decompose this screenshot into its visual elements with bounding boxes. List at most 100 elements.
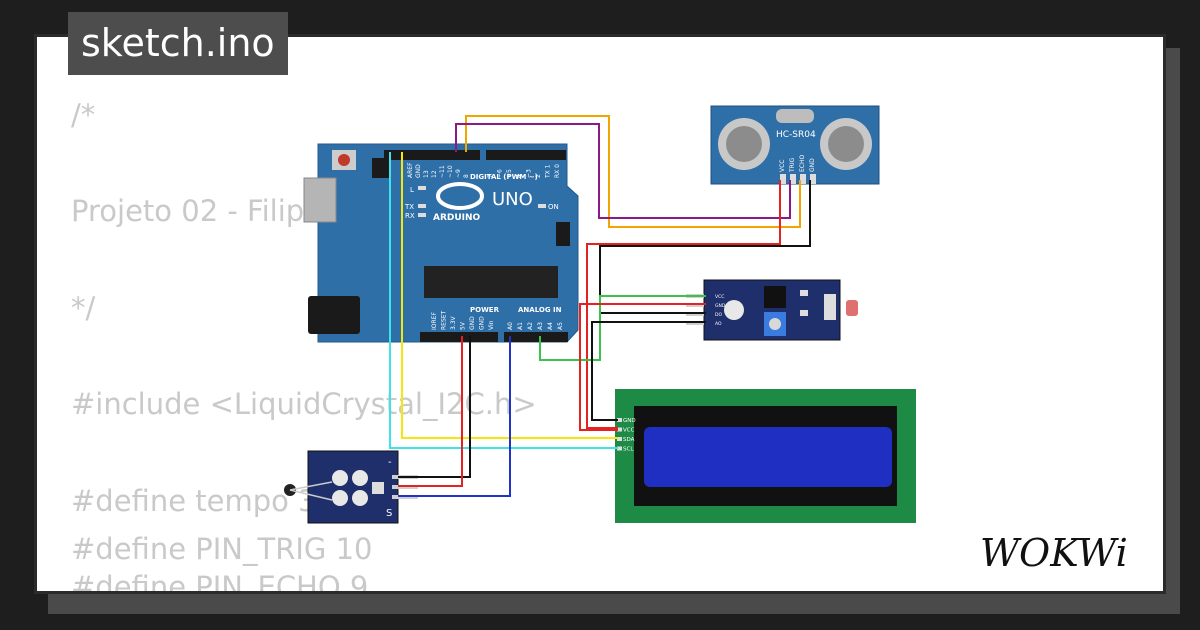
wire-cyan-scl — [389, 152, 618, 449]
analog-pin-label: A0 — [507, 322, 514, 330]
lcd-pin[interactable] — [617, 427, 622, 432]
digital-header-right — [486, 150, 566, 160]
usb-port — [303, 177, 337, 223]
file-tab[interactable]: sketch.ino — [68, 12, 288, 75]
digital-pin-label: 12 — [431, 170, 438, 178]
l-label: L — [410, 186, 414, 194]
ultrasonic-pin[interactable] — [790, 174, 796, 184]
signal-mark: S — [386, 508, 392, 519]
sensor-name: HC-SR04 — [776, 130, 816, 140]
arduino-uno-board[interactable]: ARDUINO UNO DIGITAL (PWM ~) ANALOG IN PO… — [303, 143, 579, 343]
digital-pin-label: RX 0 — [554, 164, 561, 178]
analog-pin-label: A1 — [517, 322, 524, 330]
ultrasonic-pin-label: GND — [809, 158, 816, 172]
analog-pin-label: A4 — [547, 322, 554, 330]
ultrasonic-pin-label: TRIG — [789, 157, 796, 173]
digital-pin-label: 13 — [423, 170, 430, 178]
analog-header — [504, 332, 568, 342]
arduino-model: UNO — [492, 189, 533, 210]
analog-pin-label: A2 — [527, 322, 534, 330]
arduino-logo-icon — [436, 182, 484, 210]
wokwi-logo: WOKWi — [980, 531, 1128, 574]
wire-black-gnd-temp — [398, 336, 471, 478]
atmega-chip — [424, 266, 558, 298]
code-line: #define tempo 3 — [71, 483, 317, 518]
wire-purple-echo — [455, 123, 791, 219]
code-line: /* — [71, 98, 96, 132]
ultrasonic-pin-label: ECHO — [799, 155, 806, 172]
lcd-pin[interactable] — [617, 437, 622, 441]
digital-pin-label: 2 — [535, 174, 542, 178]
power-pin-label: Vin — [488, 320, 495, 330]
lcd-pin-label: SCL — [623, 447, 634, 453]
wire-blue-signal-temp — [398, 336, 511, 497]
ultrasonic-pin[interactable] — [800, 174, 806, 184]
analog-pin-label: A3 — [537, 322, 544, 330]
power-jack — [308, 296, 360, 334]
digital-pin-label: ~5 — [506, 169, 513, 178]
power-pin-label: IOREF — [431, 312, 438, 330]
lcd-1602-display[interactable]: GND VCC SDA SCL — [615, 389, 916, 523]
wire-black-gnd-light — [591, 321, 706, 421]
rx-label: RX — [405, 212, 415, 220]
analog-label: ANALOG IN — [518, 306, 562, 314]
wire-black-gnd-ultrasonic — [599, 180, 811, 314]
digital-pin-label: TX 1 — [545, 164, 552, 179]
lcd-pin[interactable] — [617, 446, 622, 451]
ultrasonic-pin[interactable] — [810, 174, 816, 184]
light-sensor-pin-label: VCC — [715, 294, 724, 300]
lcd-screen — [644, 427, 892, 487]
code-preview: /* Projeto 02 - Filipe */ #include <LiquidC… — [71, 98, 537, 594]
lcd-pin-label: VCC — [623, 428, 635, 434]
wires — [389, 115, 811, 497]
wire-red-vcc-temp — [398, 336, 463, 487]
digital-pin-label: AREF — [407, 162, 414, 178]
digital-pin-label: 7 — [487, 174, 494, 178]
power-pin-label: RESET — [441, 310, 448, 330]
power-pin-label: GND — [479, 316, 486, 330]
light-sensor-pin-label: DO — [715, 312, 722, 318]
lcd-pin-label: GND — [623, 418, 636, 424]
tx-label: TX — [404, 203, 414, 211]
temperature-sensor-module[interactable]: - S — [284, 450, 418, 524]
on-label: ON — [548, 203, 559, 211]
lcd-pin[interactable] — [617, 418, 622, 422]
ultrasonic-pin-label: VCC — [779, 160, 786, 172]
digital-header-left — [384, 150, 480, 160]
digital-pin-label: ~6 — [497, 169, 504, 178]
power-label: POWER — [470, 306, 500, 314]
minus-mark: - — [388, 457, 392, 468]
power-pin-label: GND — [469, 316, 476, 330]
wokwi-wordmark: WOKWi — [980, 531, 1128, 574]
analog-pin-label: A5 — [557, 322, 564, 330]
lcd-pin-label: SDA — [623, 437, 635, 443]
wire-orange-trig — [465, 115, 801, 228]
light-sensor-module[interactable]: VCC GND DO AO — [686, 279, 858, 341]
lcd-pins: GND VCC SDA SCL — [617, 418, 636, 453]
light-sensor-pin-label: GND — [715, 303, 726, 309]
light-sensor-pin-label: AO — [715, 321, 722, 327]
digital-pin-label: ~9 — [455, 169, 462, 178]
wire-green-ao — [539, 295, 706, 361]
code-line: #include <LiquidCrystal_I2C.h> — [71, 387, 537, 422]
ultrasonic-pin[interactable] — [780, 174, 786, 184]
wire-red-vcc-light — [579, 303, 706, 431]
power-header — [420, 332, 498, 342]
code-line: */ — [71, 290, 96, 325]
code-line: Projeto 02 - Filipe — [71, 194, 323, 229]
wire-yellow-sda — [401, 152, 618, 439]
code-line: #define PIN_ECHO 9 — [71, 569, 369, 594]
digital-pin-label: 4 — [516, 174, 523, 178]
arduino-brand: ARDUINO — [433, 213, 481, 223]
digital-label: DIGITAL (PWM ~) — [470, 173, 538, 181]
power-pin-label: 5V — [460, 321, 467, 330]
digital-pin-label: GND — [415, 164, 422, 178]
digital-pin-label: ~10 — [447, 165, 454, 178]
digital-pin-label: ~11 — [439, 165, 446, 178]
wire-red-vcc-ultrasonic — [586, 180, 781, 429]
